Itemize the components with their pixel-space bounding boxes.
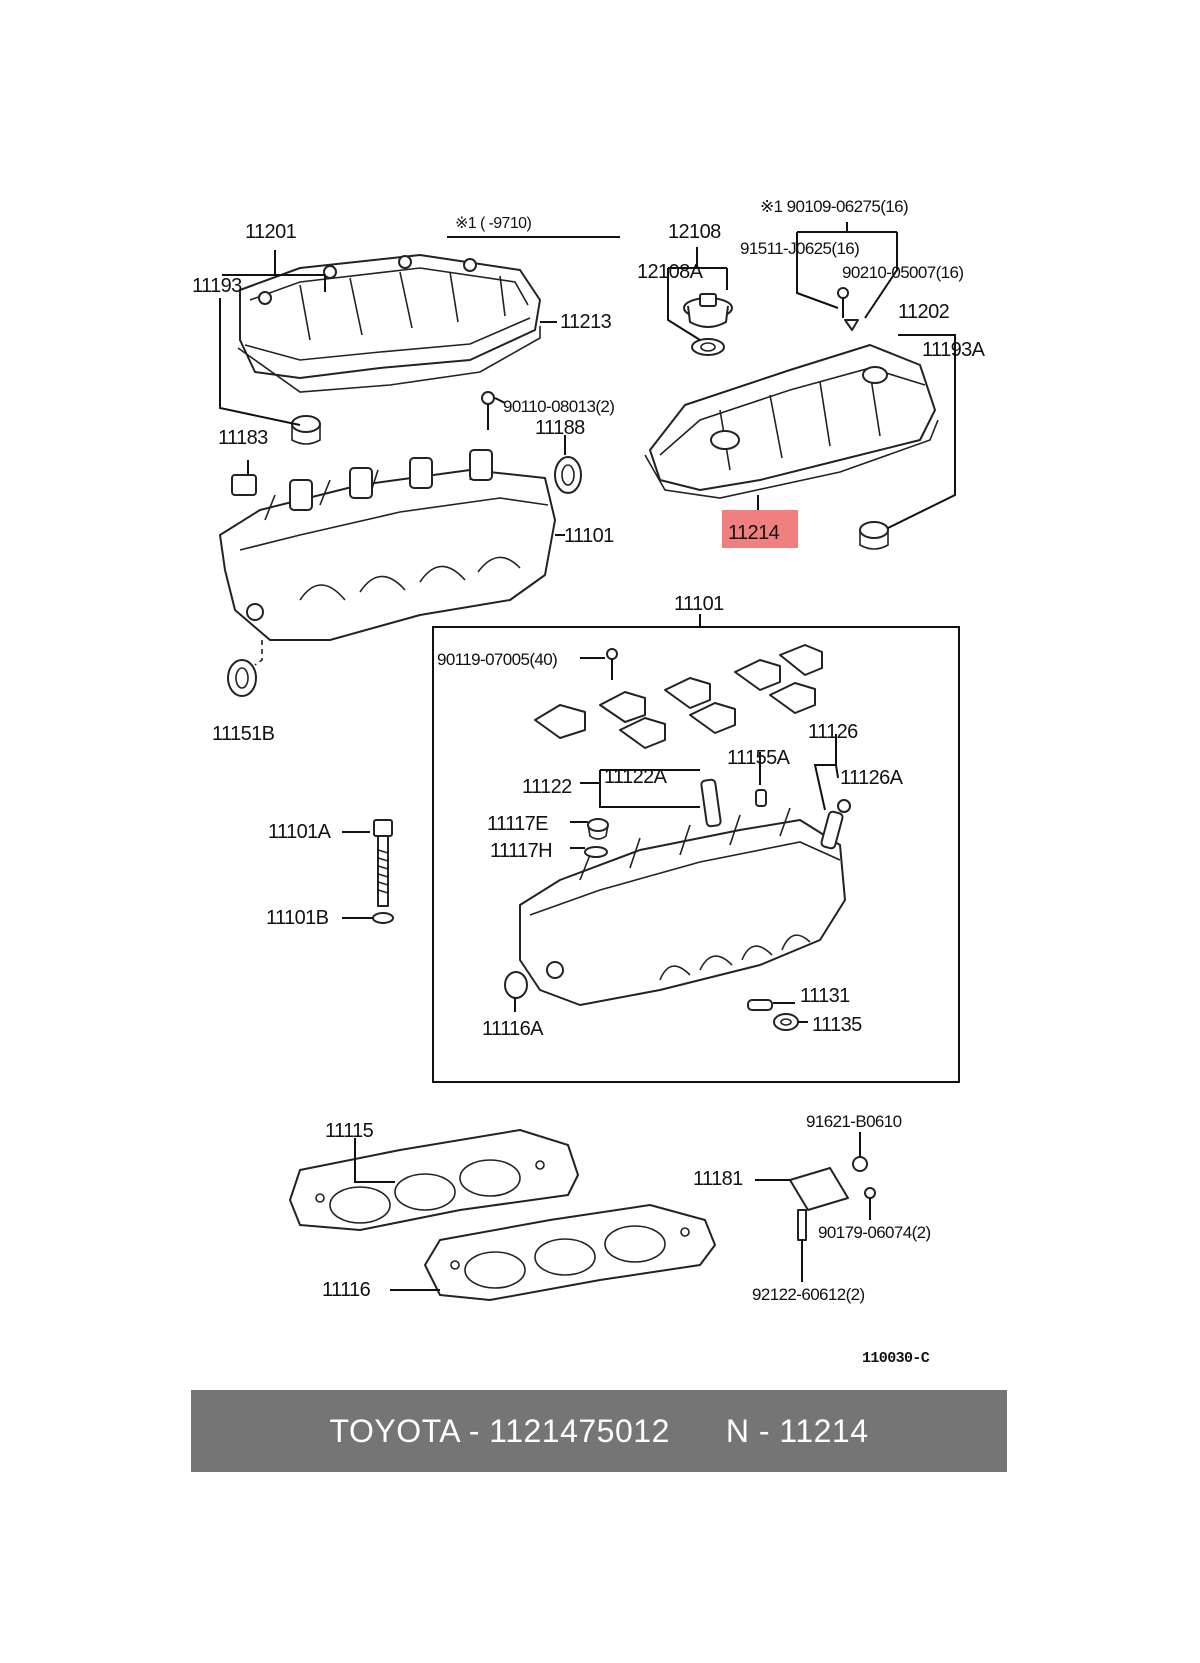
label-11188: 11188 [535, 417, 585, 439]
label-11201: 11201 [245, 221, 297, 243]
head-gasket-11116[interactable] [424, 1204, 716, 1301]
highlight-11214 [722, 510, 798, 548]
label-11155A: 11155A [727, 747, 791, 769]
label-11101A: 11101A [268, 821, 332, 843]
shaft-11181[interactable] [789, 1167, 849, 1211]
gasket-11214[interactable] [644, 419, 939, 499]
seal-11188[interactable] [554, 456, 582, 494]
label-90109: ※1 90109-06275(16) [760, 197, 908, 216]
washer-90210[interactable] [844, 319, 859, 331]
gasket-12108A[interactable] [691, 338, 725, 356]
label-90210: 90210-05007(16) [842, 263, 963, 282]
label-11126A: 11126A [840, 767, 904, 789]
label-11101B: 11101B [266, 907, 329, 929]
head-bolt-11101A[interactable] [373, 819, 393, 907]
label-11117E: 11117E [487, 813, 548, 835]
label-11116A: 11116A [482, 1018, 544, 1040]
plug-11193A[interactable] [859, 521, 889, 550]
label-11117H: 11117H [490, 840, 552, 862]
dashed-line-11151B [254, 640, 263, 666]
plug-11183[interactable] [231, 474, 257, 496]
label-11135: 11135 [812, 1014, 862, 1036]
cylinder-head-detail[interactable] [519, 807, 846, 1006]
plug-11135[interactable] [773, 1013, 799, 1031]
valve-cover-right[interactable] [649, 344, 936, 491]
bolt-91511[interactable] [837, 287, 849, 318]
label-11101-box: 11101 [674, 593, 724, 615]
guide-11126[interactable] [820, 799, 851, 850]
label-11126: 11126 [808, 721, 858, 743]
oil-filler-cap[interactable] [683, 293, 733, 328]
label-11202: 11202 [898, 301, 950, 323]
label-11101-top: 11101 [564, 525, 614, 547]
label-11183: 11183 [218, 427, 268, 449]
label-11122: 11122 [522, 776, 572, 798]
figure-code: 110030-C [862, 1350, 930, 1367]
label-91621: 91621-B0610 [806, 1112, 902, 1131]
plug-11117E[interactable] [587, 818, 609, 840]
washer-11101B[interactable] [372, 912, 394, 924]
label-92122: 92122-60612(2) [752, 1285, 865, 1304]
label-90110: 90110-08013(2) [503, 397, 614, 416]
bolt-90119[interactable] [606, 648, 618, 680]
camshaft-caps[interactable] [534, 644, 823, 749]
label-11115: 11115 [325, 1120, 374, 1142]
brand-part-number: TOYOTA - 1121475012 [329, 1412, 670, 1449]
plug-11155A[interactable] [755, 789, 767, 807]
label-90179: 90179-06074(2) [818, 1223, 931, 1242]
gasket-11213[interactable] [237, 326, 541, 393]
label-11214: 11214 [728, 522, 780, 544]
label-90119: 90119-07005(40) [437, 650, 557, 669]
valve-guide-11122[interactable] [700, 778, 722, 828]
label-note-year: ※1 ( -9710) [455, 215, 531, 232]
head-gasket-11115[interactable] [289, 1129, 579, 1231]
leader-lines [219, 222, 956, 1291]
label-11213: 11213 [560, 311, 612, 333]
label-11193: 11193 [192, 275, 242, 297]
detail-box [432, 626, 960, 1083]
stud-92122[interactable] [797, 1209, 807, 1241]
label-91511: 91511-J0625(16) [740, 239, 859, 258]
seal-11151B[interactable] [227, 659, 257, 697]
label-11122A: 11122A [604, 766, 668, 788]
label-11193A: 11193A [922, 339, 986, 361]
bolt-90110[interactable] [481, 391, 495, 430]
plug-11193[interactable] [291, 415, 321, 445]
label-11151B: 11151B [212, 723, 275, 745]
valve-cover-left[interactable] [239, 254, 541, 379]
label-11181: 11181 [693, 1168, 743, 1190]
diagram-reference: N - 11214 [725, 1412, 869, 1449]
label-11116: 11116 [322, 1279, 371, 1301]
pin-11131[interactable] [747, 999, 773, 1011]
nut-91621[interactable] [852, 1156, 868, 1172]
gasket-11117H[interactable] [584, 846, 608, 858]
part-labels: 11201 11193 11213 ※1 ( -9710) 12108 1210… [192, 197, 986, 1367]
part-info-banner: TOYOTA - 1121475012 N - 11214 [191, 1390, 1007, 1472]
label-12108: 12108 [668, 221, 721, 243]
label-12108A: 12108A [637, 261, 704, 283]
seal-11116A[interactable] [504, 971, 528, 999]
bolt-90179[interactable] [864, 1187, 876, 1210]
label-11131: 11131 [800, 985, 850, 1007]
cylinder-head-left[interactable] [219, 449, 556, 641]
